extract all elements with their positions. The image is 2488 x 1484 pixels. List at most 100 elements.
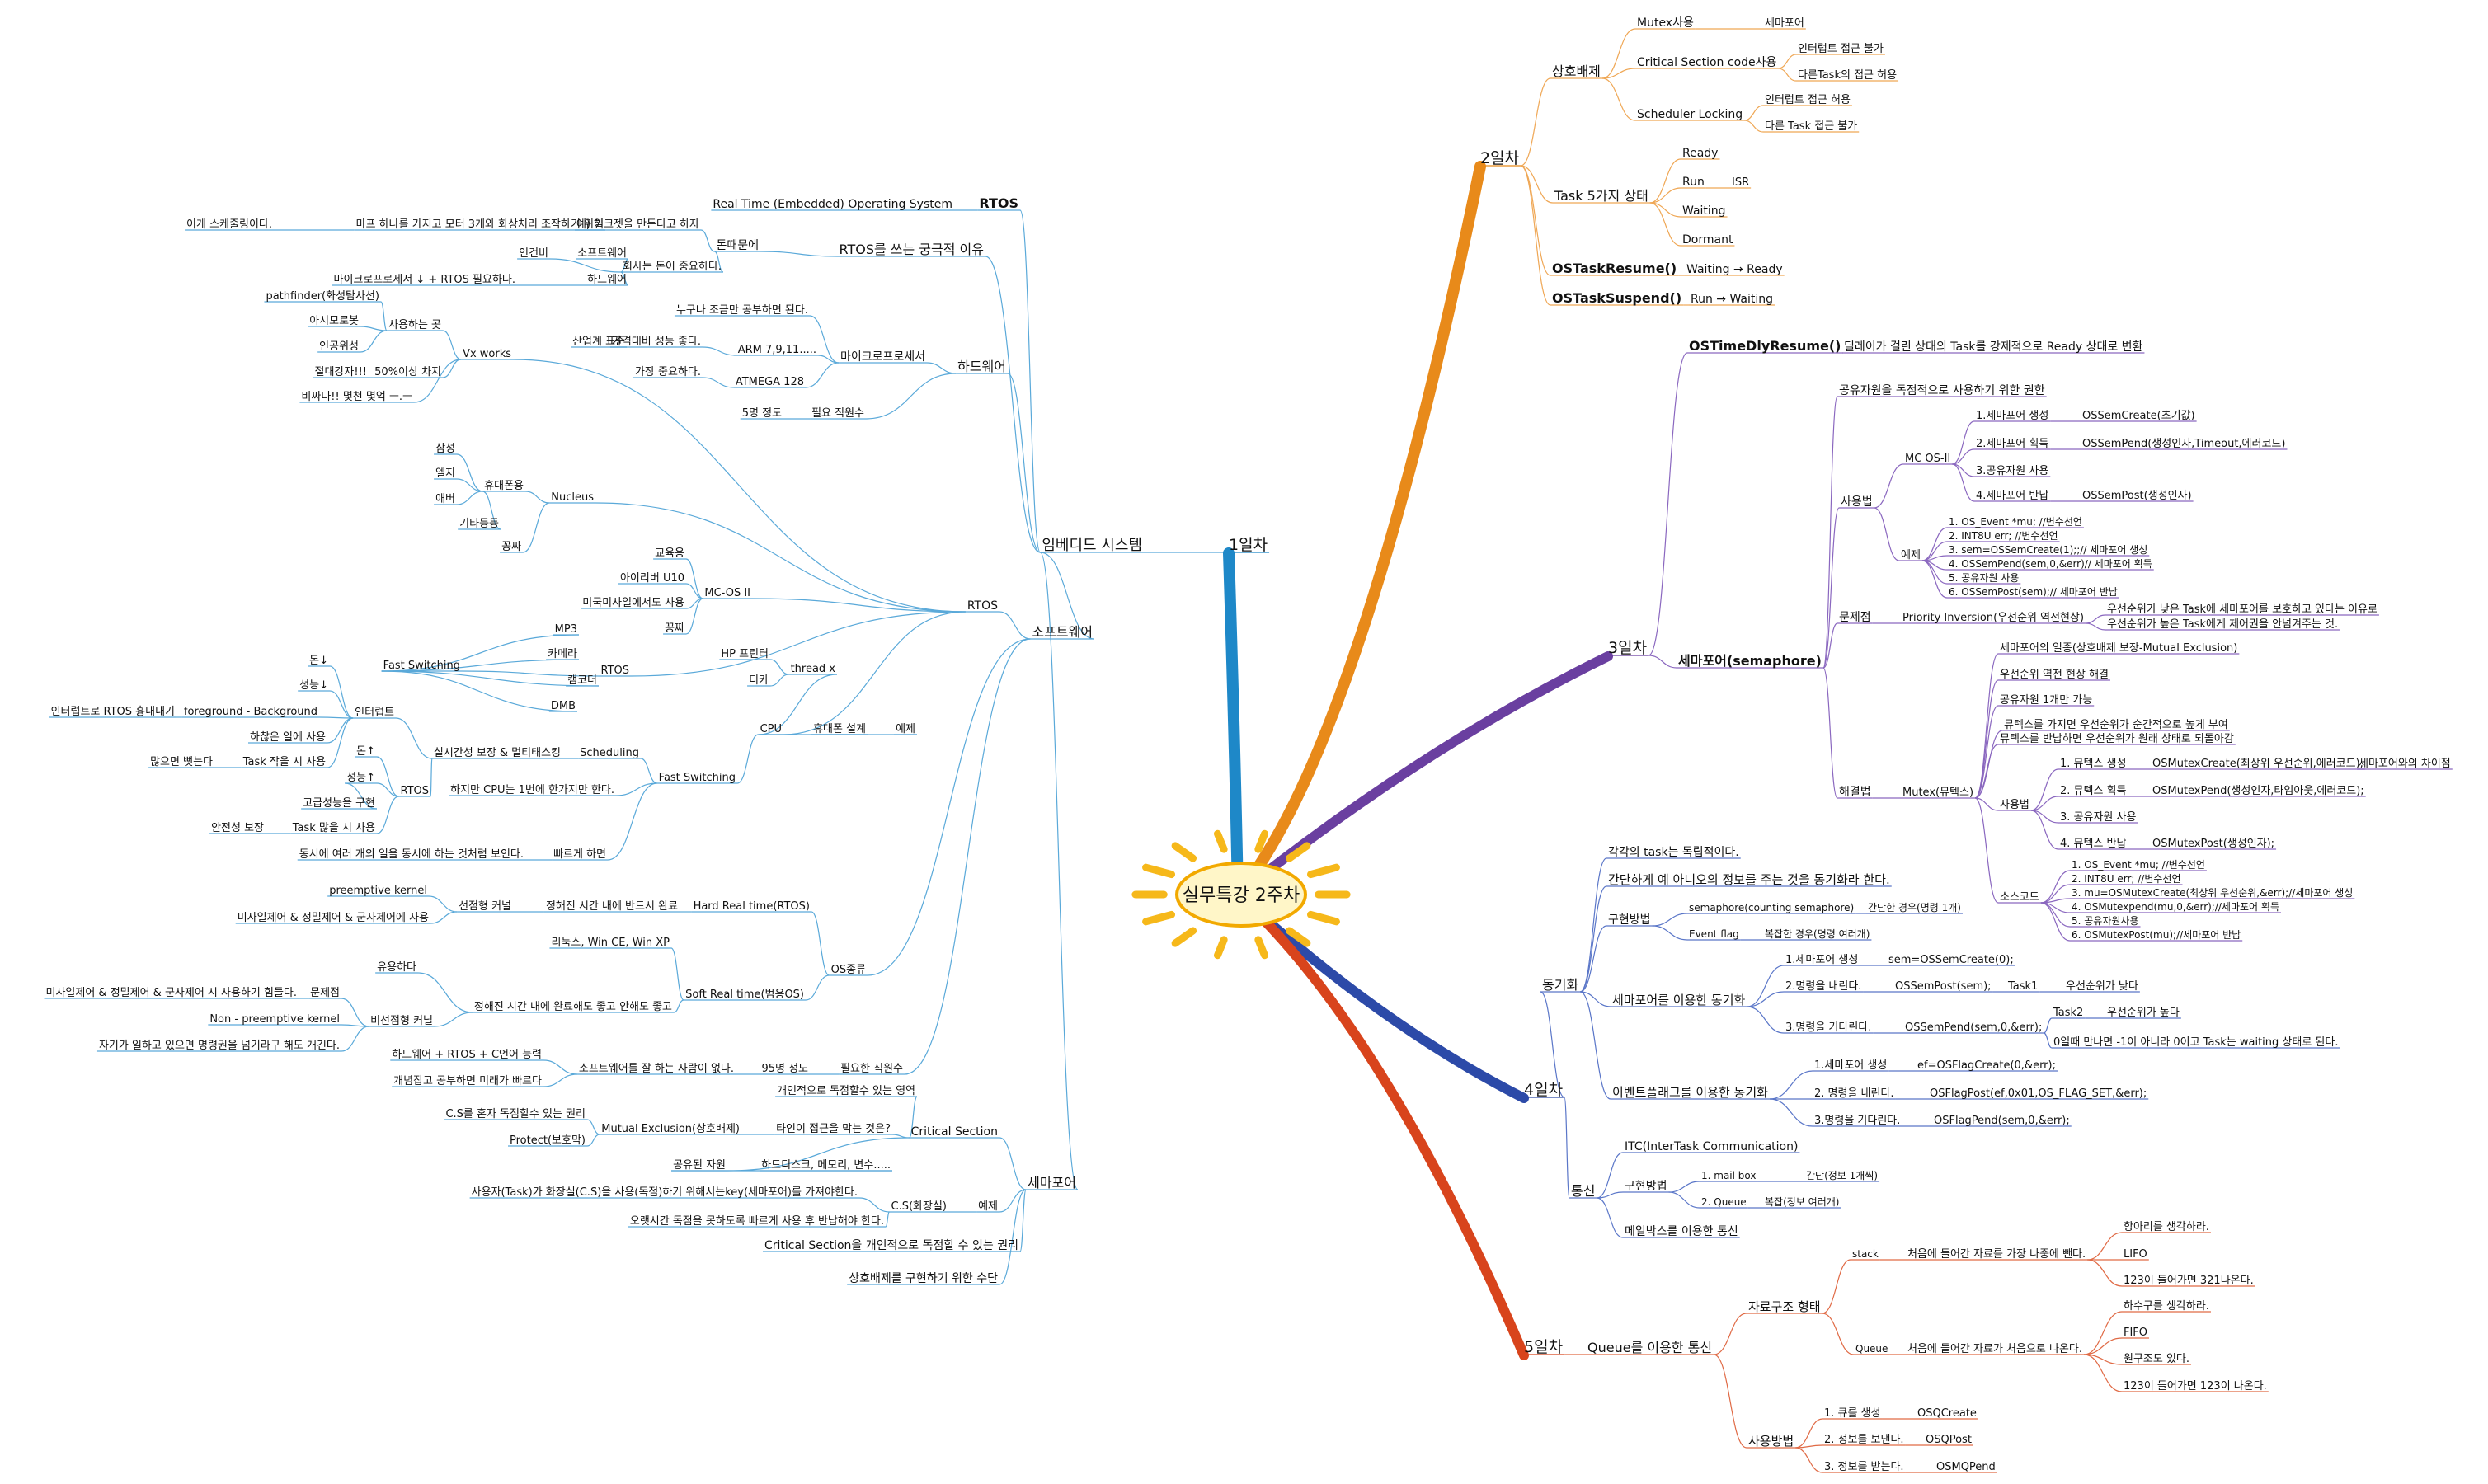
- node-d4-y4b1: OSSemPost(sem);: [1895, 980, 1992, 993]
- connector-line: [1601, 28, 1636, 79]
- connector-line: [461, 670, 600, 677]
- node-d3-ex4: 4. OSSemPend(sem,0,&err)// 세마포어 획득: [1949, 558, 2152, 570]
- connector-line: [1540, 991, 1565, 1098]
- node-d2-res1: Waiting → Ready: [1686, 263, 1783, 276]
- connector-line: [1039, 552, 1079, 1190]
- node-d1-srt: Soft Real time(범용OS): [685, 989, 804, 1001]
- node-d3-mu1a: OSMutexCreate(최상위 우선순위,에러코드);: [2152, 758, 2363, 770]
- connector-line: [702, 346, 736, 356]
- node-d5-qu1: 처음에 들어간 자료가 처음으로 나온다.: [1907, 1343, 2082, 1355]
- node-d3-ex6: 6. OSSemPost(sem);// 세마포어 반납: [1949, 586, 2118, 598]
- connector-line: [595, 502, 966, 613]
- node-d1-srt2: 정해진 시간 내에 완료해도 좋고 안해도 좋고: [474, 1001, 672, 1013]
- connector-line: [1974, 679, 1999, 799]
- node-d1-nuc1c: 애버: [435, 493, 455, 505]
- connector-line: [381, 659, 580, 672]
- connector-line: [482, 491, 501, 530]
- connector-line: [1597, 1152, 1624, 1199]
- node-d1-n1: RTOS: [979, 195, 1018, 211]
- connector-line: [891, 1134, 910, 1139]
- node-d2-me2b: 다른Task의 접근 허용: [1798, 69, 1897, 82]
- node-d1-cpu1: 휴대폰 설계: [813, 723, 866, 735]
- node-d1-sch1: 실시간성 보장 & 멀티태스킹: [434, 747, 561, 759]
- connector-line: [2087, 1232, 2123, 1261]
- connector-line: [549, 258, 621, 273]
- connector-line: [1952, 463, 1975, 502]
- sun-ray-icon: [1142, 910, 1176, 926]
- connector-line: [1921, 560, 1948, 599]
- connector-line: [685, 598, 703, 635]
- connector-line: [1744, 120, 1764, 133]
- connector-line: [758, 674, 838, 735]
- connector-line: [783, 611, 966, 735]
- node-d4: 4일차: [1524, 1081, 1563, 1099]
- sun-ray-icon: [1306, 910, 1340, 926]
- node-d1-cs3a: C.S를 혼자 독점할수 있는 권리: [445, 1108, 586, 1120]
- sun-ray-icon: [1213, 936, 1228, 960]
- node-d2-ts2a: ISR: [1732, 176, 1749, 189]
- node-d2-ts1: Ready: [1682, 147, 1718, 160]
- node-d3-mut3: 공유자원 1개만 가능: [2000, 694, 2092, 707]
- connector-line: [615, 782, 657, 796]
- node-d5-use: 사용방법: [1748, 1434, 1794, 1449]
- node-d3-mu3: 3. 공유자원 사용: [2060, 811, 2136, 824]
- node-d4-sync: 동기화: [1542, 977, 1578, 993]
- node-d1-vx2: 50%이상 차지: [374, 366, 441, 378]
- connector-line: [1520, 165, 1551, 306]
- node-d1-cpu: CPU: [760, 723, 782, 735]
- node-d3-src3: 3. mu=OSMutexCreate(최상위 우선순위,&err);//세마포…: [2072, 887, 2353, 899]
- node-d3-ex2: 2. INT8U err; //변수선언: [1949, 530, 2058, 542]
- node-d1-int4: 하찮은 일에 사용: [250, 731, 326, 744]
- node-d4-y1: 각각의 task는 독립적이다.: [1608, 846, 1739, 859]
- connector-line: [512, 359, 966, 613]
- connector-line: [428, 895, 458, 913]
- connector-line: [417, 972, 473, 1013]
- node-d4-c2a: 1. mail box: [1701, 1170, 1756, 1181]
- connector-line: [685, 558, 703, 599]
- connector-line: [1952, 448, 1975, 465]
- node-d4-y4c4: 0일때 만나면 -1이 아니라 0이고 Task는 waiting 상태로 된다…: [2053, 1036, 2338, 1049]
- node-d2: 2일차: [1480, 149, 1519, 167]
- connector-line: [999, 1189, 1027, 1285]
- node-d1-rt3c: 고급성능을 구현: [303, 797, 375, 810]
- node-d1-hw1: 마이크로프로세서: [840, 350, 925, 364]
- connector-line: [858, 1197, 890, 1213]
- node-d4-y3b1: 복잡한 경우(명령 여러개): [1765, 928, 1870, 940]
- node-d1-hrt2a: preemptive kernel: [329, 885, 427, 897]
- node-d1-n2: RTOS를 쓰는 궁극적 이유: [840, 242, 985, 257]
- connector-line: [456, 491, 483, 505]
- node-d1-fs2: 카메라: [548, 648, 577, 660]
- node-d1-int3a: 인터럽트로 RTOS 흉내내기: [51, 706, 175, 718]
- node-d4-y4c2: Task2: [2053, 1007, 2083, 1019]
- node-d1-fs7a: 동시에 여러 개의 일을 동시에 하는 것처럼 보인다.: [299, 848, 524, 861]
- node-d4-y3b: Event flag: [1689, 928, 1739, 940]
- node-d3-mut4: 뮤텍스를 가지면 우선순위가 순간적으로 높게 부여: [2004, 719, 2228, 731]
- node-d1-rt3: RTOS: [400, 785, 429, 797]
- connector-line: [2086, 614, 2106, 624]
- connector-line: [805, 362, 839, 388]
- node-d4-y4a: 1.세마포어 생성: [1785, 954, 1858, 966]
- connector-line: [1975, 797, 1999, 811]
- connector-line: [327, 717, 354, 768]
- connector-line: [926, 362, 957, 374]
- node-d1-n2i: 마이크로프로세서 ↓ + RTOS 필요하다.: [334, 274, 515, 286]
- connector-line: [685, 583, 703, 599]
- sun-icon: [1175, 862, 1307, 928]
- node-d5-u2a: OSQPost: [1926, 1434, 1972, 1446]
- node-d5-st1b: LIFO: [2124, 1248, 2147, 1261]
- connector-line: [380, 301, 388, 331]
- connector-line: [1668, 1191, 1700, 1209]
- node-d3-ex1: 1. OS_Event *mu; //변수선언: [1949, 516, 2082, 528]
- connector-line: [329, 665, 354, 719]
- node-d4-y4: 세마포어를 이용한 동기화: [1612, 993, 1746, 1007]
- node-d1-fs: Fast Switching: [383, 660, 460, 672]
- connector-line: [2084, 1337, 2123, 1355]
- node-d1-mc2: 아이리버 U10: [620, 572, 684, 585]
- connector-line: [1778, 54, 1797, 69]
- connector-line: [341, 1026, 369, 1052]
- center-title: 실무특강 2주차: [1183, 885, 1300, 906]
- connector-line: [809, 315, 840, 364]
- node-d5-st: stack: [1852, 1248, 1879, 1260]
- connector-line: [413, 359, 462, 403]
- node-d1-need2: 소프트웨어를 잘 하는 사람이 없다.: [579, 1063, 734, 1075]
